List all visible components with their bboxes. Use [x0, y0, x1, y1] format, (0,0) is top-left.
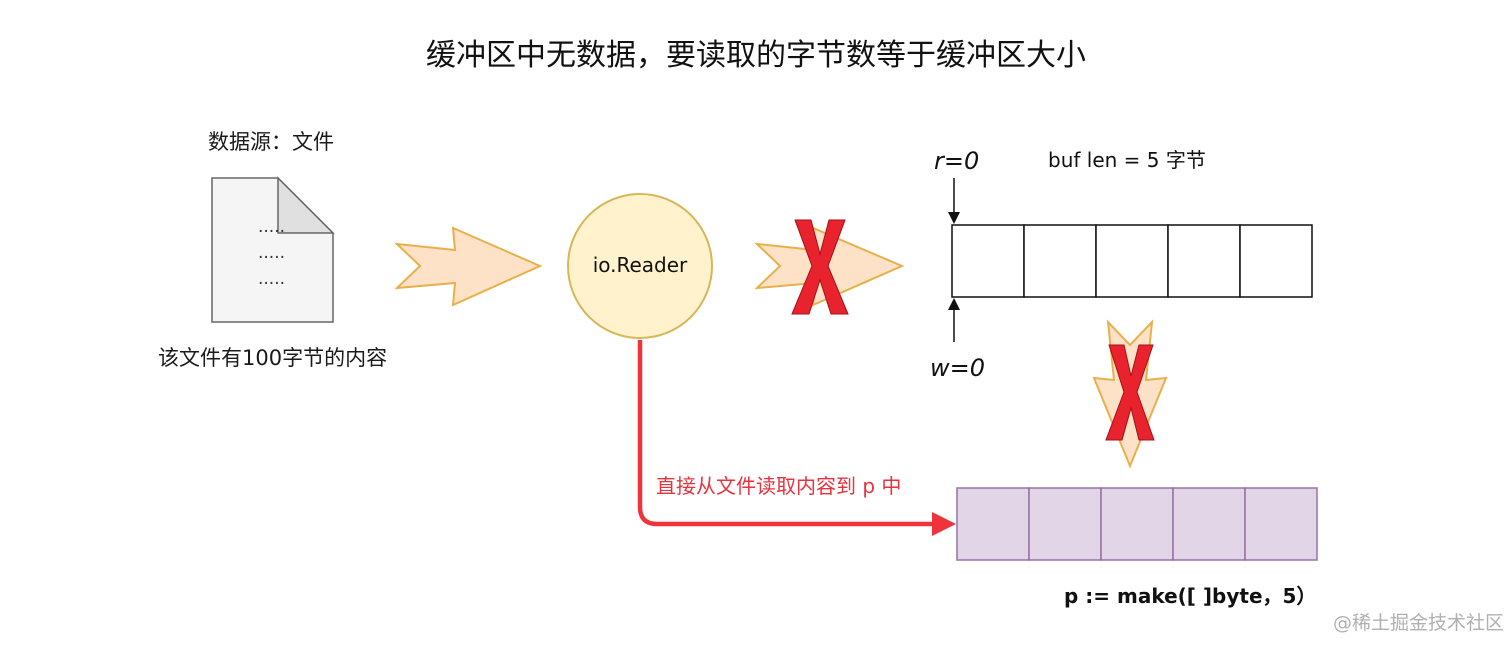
blocked-x-icon-2	[1105, 344, 1155, 441]
file-line-3: .....	[258, 269, 285, 289]
p-slice-label: p := make([ ]byte，5）	[1064, 584, 1317, 608]
buffer-length-label: buf len = 5 字节	[1048, 148, 1206, 172]
w-pointer-label: w=0	[930, 354, 986, 382]
direct-read-arrow	[637, 340, 956, 536]
p-slice-cells	[956, 487, 1318, 561]
r-pointer-label: r=0	[934, 147, 980, 175]
blocked-x-icon	[791, 219, 849, 315]
watermark: @稀土掘金技术社区	[1333, 612, 1505, 634]
direct-read-label: 直接从文件读取内容到 p 中	[656, 474, 902, 498]
w-pointer-arrow	[948, 298, 960, 342]
page-title: 缓冲区中无数据，要读取的字节数等于缓冲区大小	[426, 38, 1086, 73]
reader-circle	[567, 193, 713, 339]
file-icon	[211, 176, 335, 323]
flow-arrow-file-to-reader	[394, 226, 543, 307]
file-line-2: .....	[258, 243, 285, 263]
data-source-label: 数据源：文件	[208, 130, 334, 154]
file-line-1: .....	[258, 217, 285, 237]
reader-label: io.Reader	[592, 253, 688, 277]
r-pointer-arrow	[948, 178, 960, 224]
buffer-cells	[951, 224, 1313, 298]
file-caption: 该文件有100字节的内容	[158, 346, 388, 370]
